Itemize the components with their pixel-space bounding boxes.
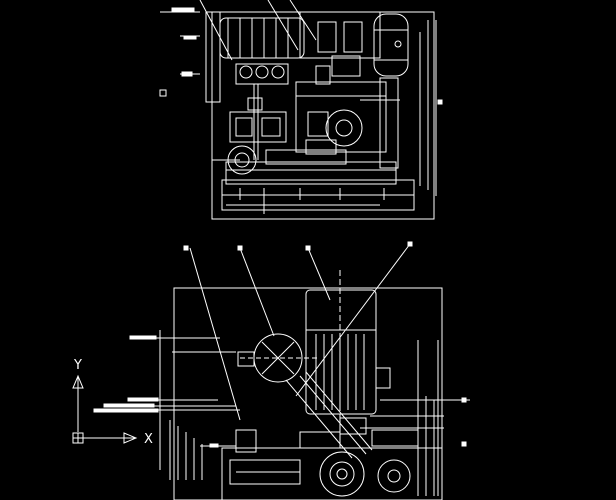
pump-housing <box>229 111 287 143</box>
label-block <box>171 7 195 13</box>
gauge-3 <box>271 65 285 79</box>
pump-impeller <box>319 451 365 497</box>
top-view-drawing[interactable] <box>159 0 443 220</box>
inlet-flange <box>237 351 255 367</box>
front-view-drawing[interactable] <box>93 241 470 500</box>
gauge-1 <box>239 65 253 79</box>
end-flange <box>205 11 221 103</box>
motor-body <box>219 17 305 59</box>
base-skid <box>225 161 397 185</box>
gearbox <box>295 81 387 153</box>
ucs-icon: Y X <box>72 358 153 447</box>
gauge-2 <box>255 65 269 79</box>
belt-arm <box>285 379 353 459</box>
ucs-y-label: Y <box>73 358 82 373</box>
receiver-tank <box>373 13 409 77</box>
ucs-x-label: X <box>144 432 153 447</box>
flywheel <box>325 109 363 147</box>
lower-base <box>221 447 443 500</box>
front-view-frame <box>173 287 443 500</box>
terminal-box <box>375 367 391 389</box>
compressor-block <box>299 11 381 59</box>
bearing-housing <box>377 459 411 493</box>
x-arrow-icon <box>123 432 138 444</box>
